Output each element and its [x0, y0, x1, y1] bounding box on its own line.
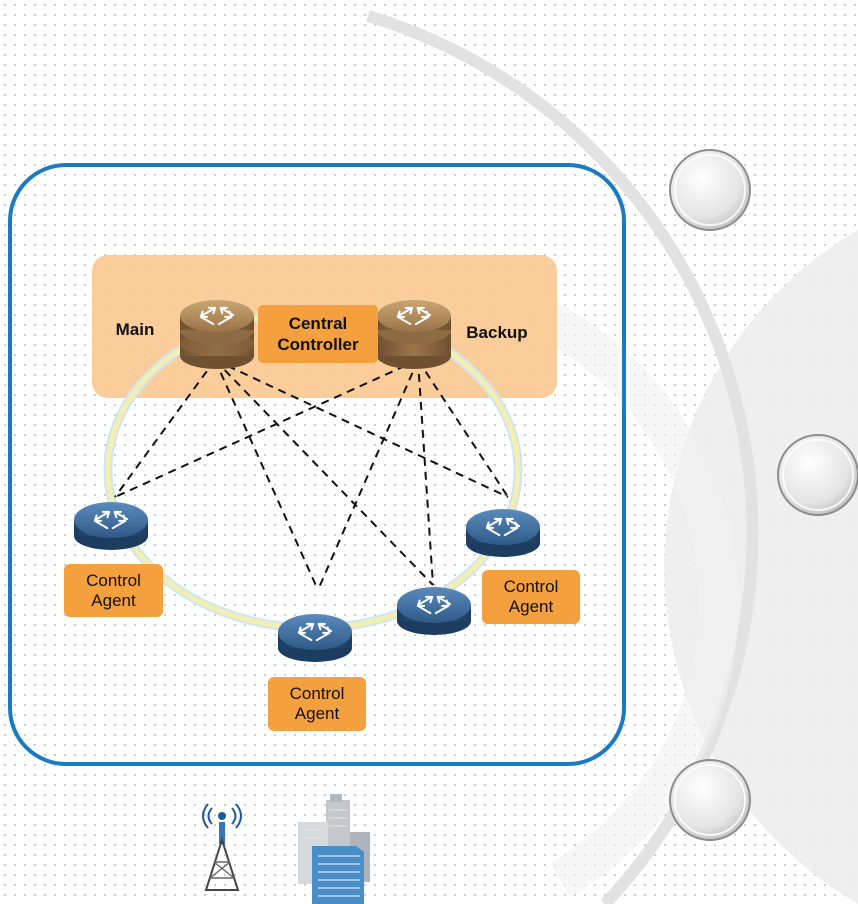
control-agent-label-bottom: Control Agent — [268, 677, 366, 731]
router-icon — [74, 502, 148, 550]
radio-tower-icon — [202, 803, 242, 891]
control-agent-label-left: Control Agent — [64, 564, 163, 617]
control-links — [114, 359, 509, 591]
circle-node-icon — [777, 434, 858, 516]
link-backup-agent-mid — [417, 359, 434, 586]
router-icon — [377, 300, 451, 369]
router-icon — [278, 614, 352, 662]
circle-node-icon — [669, 149, 751, 231]
network-frame — [8, 163, 626, 766]
central-controller-label: Central Controller — [258, 305, 378, 363]
router-icon — [466, 509, 540, 557]
link-main-agent-bottom — [214, 359, 319, 591]
main-controller-label: Main — [115, 320, 155, 339]
router-icon — [397, 587, 471, 635]
link-main-agent-left — [114, 359, 216, 498]
office-buildings-icon — [298, 794, 370, 904]
link-main-agent-right — [214, 359, 509, 498]
router-icon — [180, 300, 254, 369]
backup-controller-label: Backup — [466, 323, 528, 342]
circle-node-icon — [669, 759, 751, 841]
control-agent-label-right: Control Agent — [482, 570, 580, 624]
link-main-agent-mid — [214, 359, 434, 586]
